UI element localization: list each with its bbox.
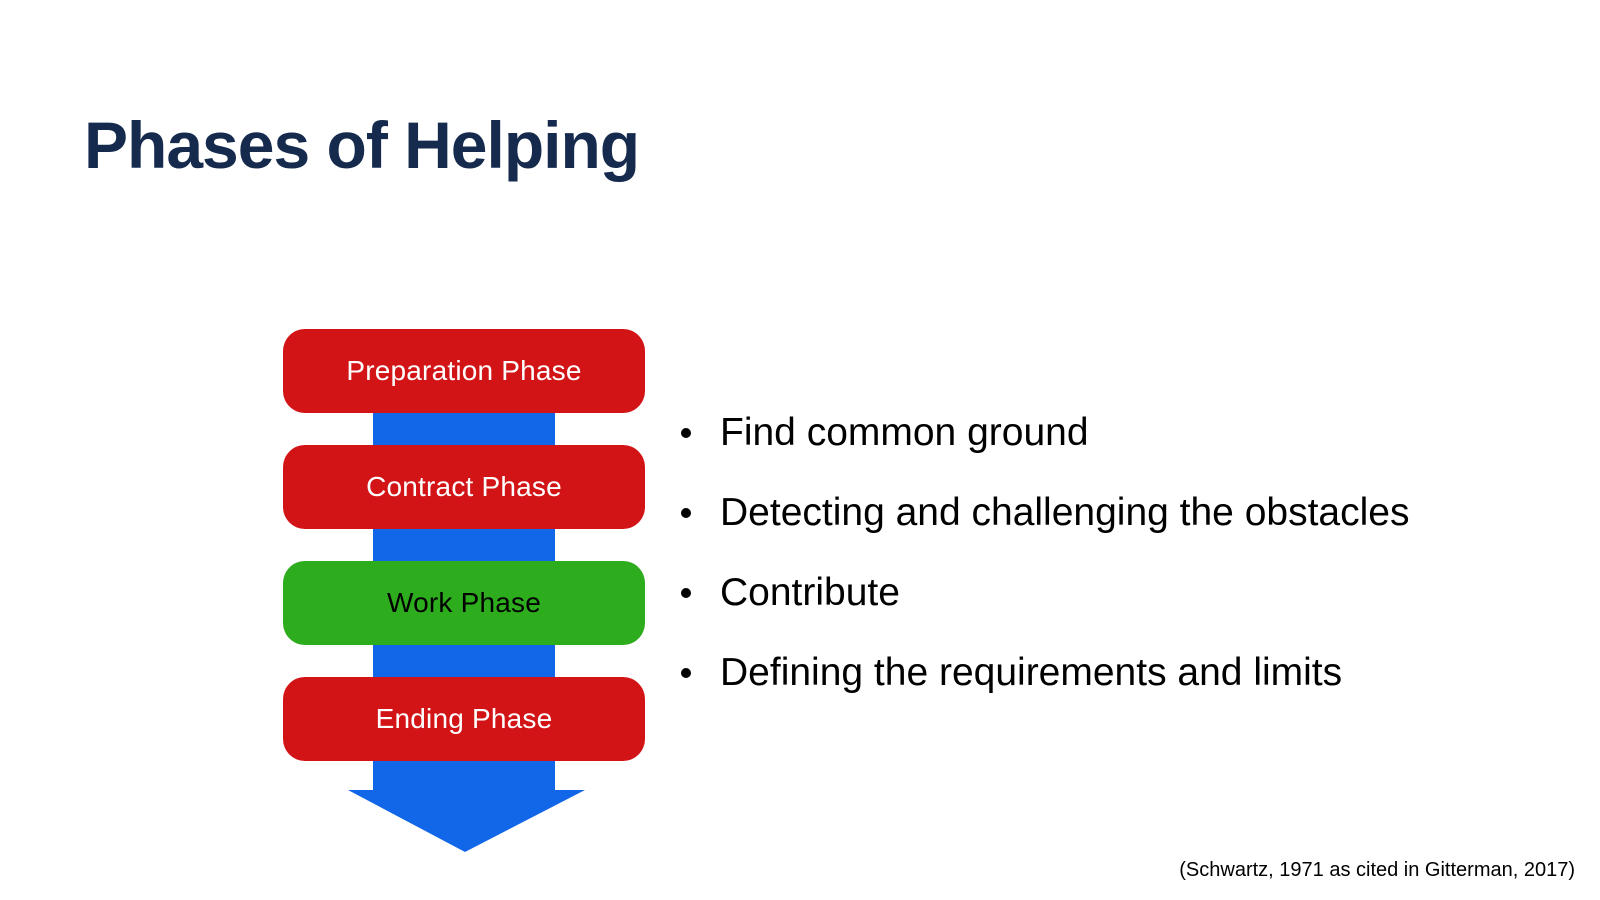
bullet-dot-icon bbox=[681, 428, 691, 438]
phase-label: Preparation Phase bbox=[346, 355, 582, 386]
bullet-dot-icon bbox=[681, 668, 691, 678]
bullet-dot-icon bbox=[681, 588, 691, 598]
bullet-list: Find common ground Detecting and challen… bbox=[660, 393, 1409, 713]
bullet-text: Defining the requirements and limits bbox=[720, 651, 1343, 694]
bullet-dot-icon bbox=[681, 508, 691, 518]
citation: (Schwartz, 1971 as cited in Gitterman, 2… bbox=[1179, 859, 1575, 881]
bullet-item: Defining the requirements and limits bbox=[660, 633, 1409, 713]
bullet-text: Find common ground bbox=[720, 411, 1089, 454]
page-title: Phases of Helping bbox=[84, 108, 640, 183]
phase-box-work: Work Phase bbox=[283, 561, 645, 645]
bullet-text: Detecting and challenging the obstacles bbox=[720, 491, 1410, 534]
bullet-item: Find common ground bbox=[660, 393, 1409, 473]
phase-box-ending: Ending Phase bbox=[283, 677, 645, 761]
phase-label: Ending Phase bbox=[375, 703, 553, 734]
bullet-item: Detecting and challenging the obstacles bbox=[660, 473, 1409, 553]
bullet-item: Contribute bbox=[660, 553, 1409, 633]
phase-label: Contract Phase bbox=[366, 471, 562, 502]
phase-box-contract: Contract Phase bbox=[283, 445, 645, 529]
bullet-text: Contribute bbox=[720, 571, 900, 614]
phase-box-preparation: Preparation Phase bbox=[283, 329, 645, 413]
phase-label: Work Phase bbox=[387, 587, 541, 618]
